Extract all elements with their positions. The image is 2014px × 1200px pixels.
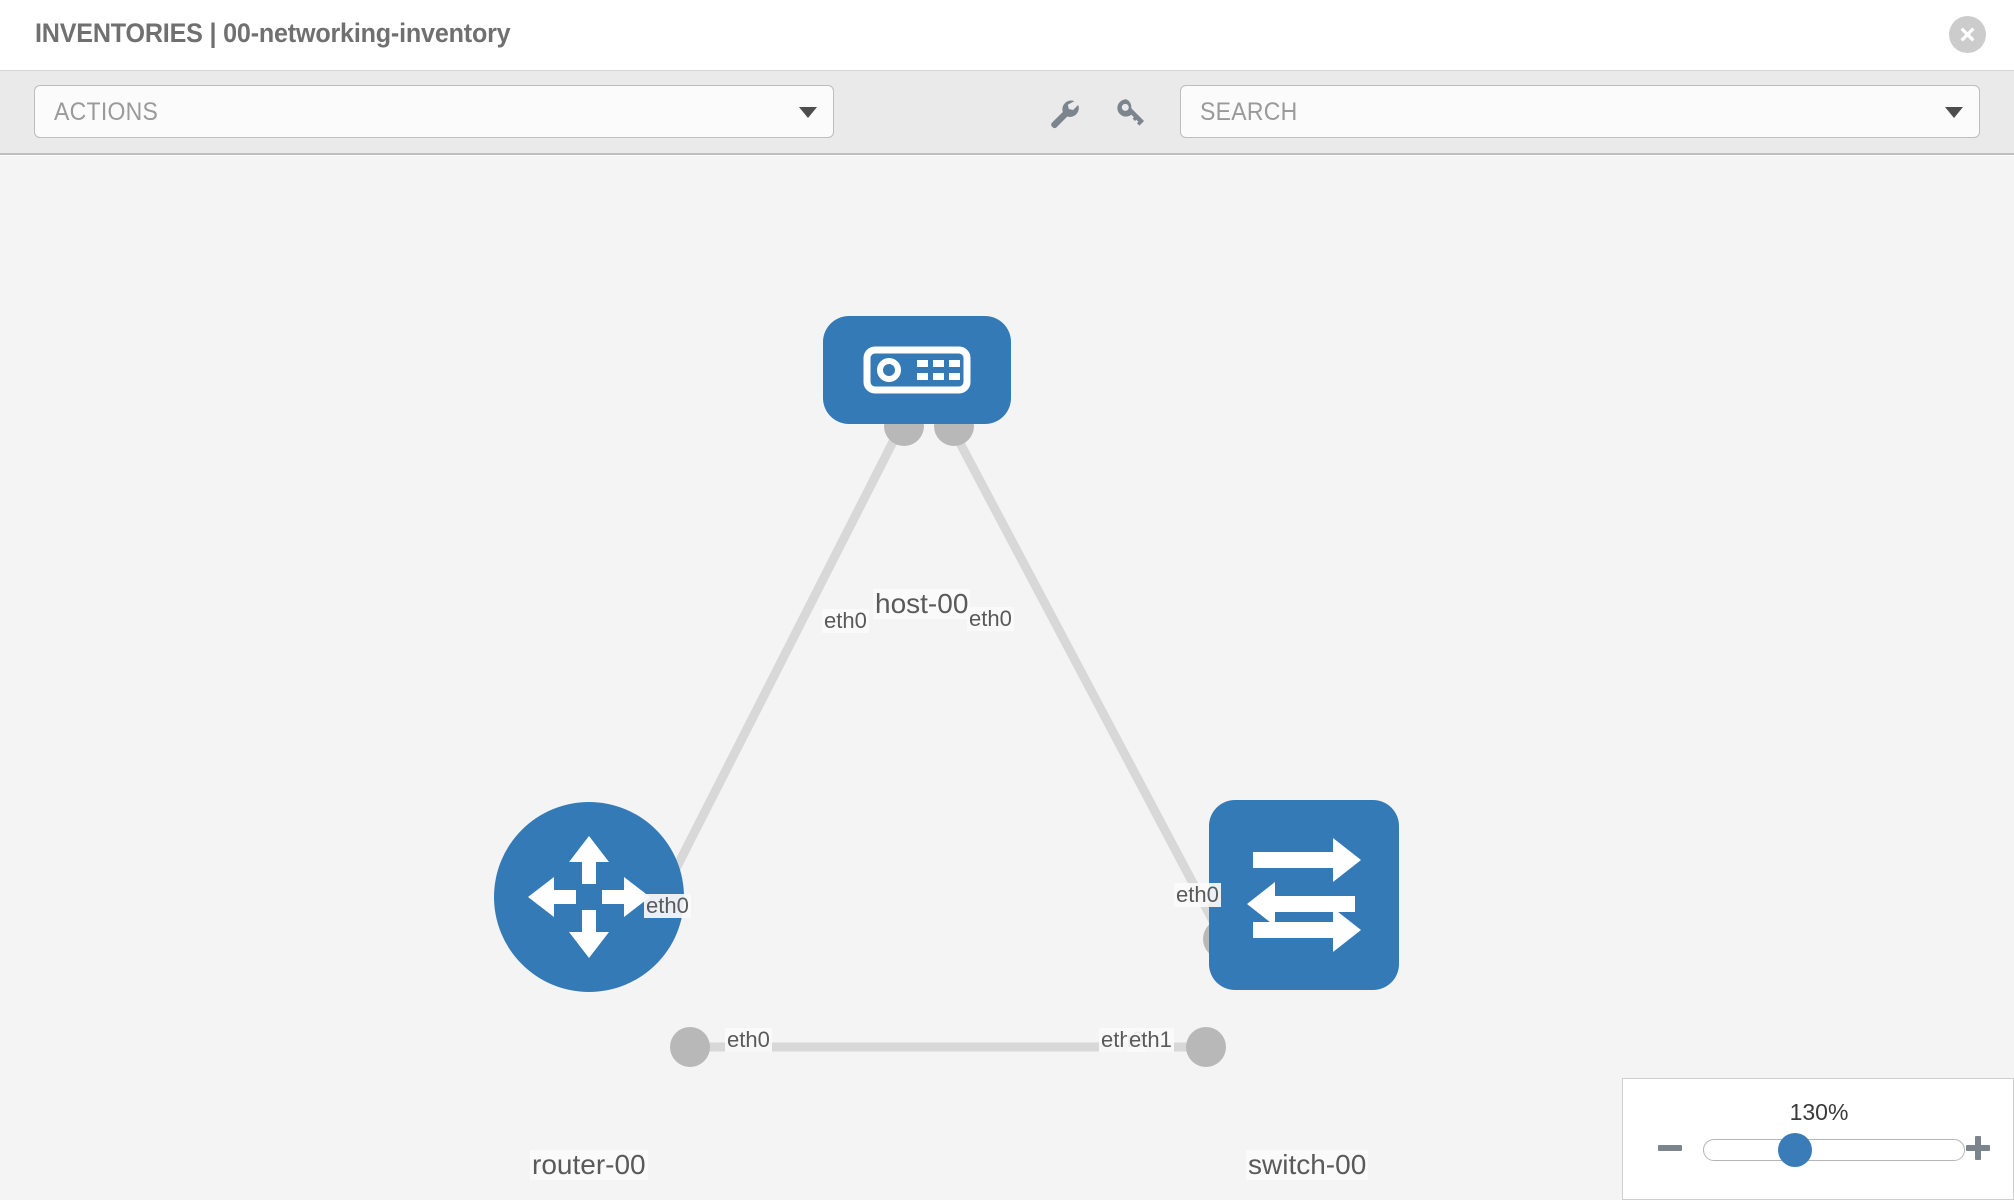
actions-dropdown-label: ACTIONS [54, 98, 159, 126]
minus-icon[interactable] [1655, 1133, 1685, 1163]
zoom-slider-thumb[interactable] [1778, 1133, 1812, 1167]
search-placeholder: SEARCH [1200, 98, 1298, 126]
topology-canvas[interactable]: host-00 router-00 switch-00 eth0 eth0 et… [0, 156, 2014, 1200]
node-switch-00[interactable] [1209, 800, 1399, 990]
node-label-router: router-00 [530, 1149, 648, 1180]
port-label-host-eth0-right: eth0 [967, 606, 1014, 631]
page-header: INVENTORIES | 00-networking-inventory [0, 0, 2014, 70]
switch-arrows-icon [1247, 838, 1361, 952]
port-label-router-uplink: eth0 [644, 893, 691, 918]
zoom-level-value: 130% [1789, 1099, 1849, 1125]
zoom-slider-track[interactable] [1703, 1139, 1965, 1161]
port-label-switch-uplink: eth0 [1174, 882, 1221, 907]
page-title: INVENTORIES | 00-networking-inventory [35, 18, 511, 48]
port-router-eth0[interactable] [670, 1027, 710, 1067]
node-label-switch: switch-00 [1246, 1149, 1369, 1180]
chevron-down-icon [799, 107, 817, 118]
port-switch-eth1[interactable] [1186, 1027, 1226, 1067]
port-label-switch-eth1: eth1 [1127, 1027, 1174, 1052]
chevron-down-icon [1945, 107, 1963, 118]
zoom-control-panel: 130% [1622, 1078, 2014, 1200]
server-icon [863, 346, 971, 394]
node-label-host: host-00 [873, 588, 971, 619]
router-arrows-icon [528, 836, 650, 958]
plus-icon[interactable] [1963, 1133, 1993, 1163]
port-label-router-eth0: eth0 [725, 1027, 772, 1052]
node-host-00[interactable] [823, 316, 1011, 424]
topology-links [655, 425, 1226, 1052]
toolbar: ACTIONS SEARCH [0, 70, 2014, 155]
actions-dropdown[interactable]: ACTIONS [34, 85, 834, 138]
key-icon[interactable] [1112, 94, 1150, 132]
search-input[interactable]: SEARCH [1180, 85, 1980, 138]
close-icon[interactable] [1949, 16, 1986, 53]
port-label-host-eth0-left: eth0 [822, 608, 869, 633]
wrench-icon[interactable] [1044, 94, 1082, 132]
